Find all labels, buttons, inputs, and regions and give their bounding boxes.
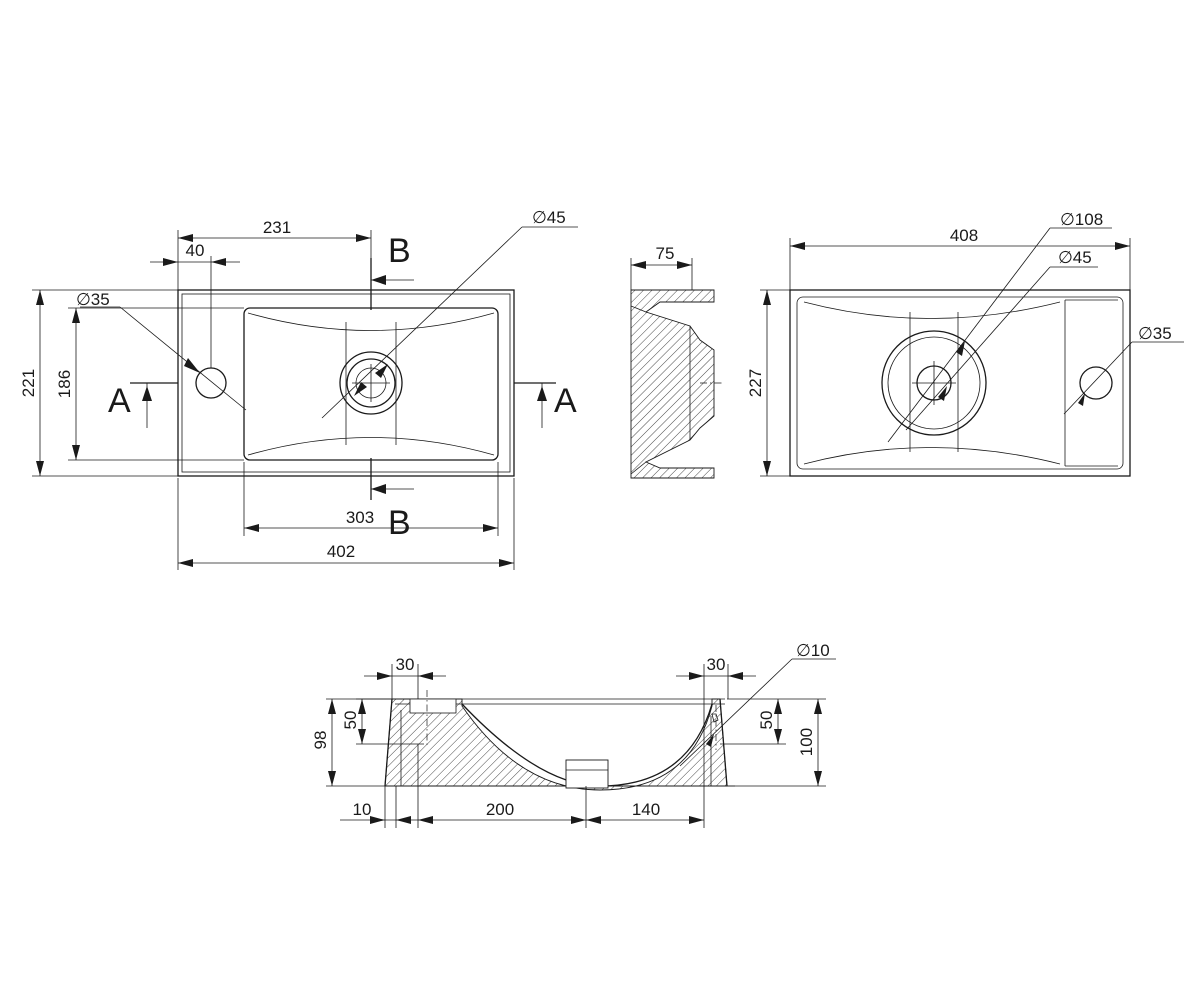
section-label-a-right: A xyxy=(554,382,577,420)
dim-bottom-35: ∅35 xyxy=(1138,324,1172,343)
dim-front-98: 98 xyxy=(311,731,330,750)
dim-186: 186 xyxy=(55,370,74,398)
dim-front-140: 140 xyxy=(632,800,660,819)
dim-front-10: 10 xyxy=(353,800,372,819)
bottom-tap-hole xyxy=(1079,366,1113,400)
dim-drain-45: ∅45 xyxy=(532,208,566,227)
dim-303: 303 xyxy=(346,508,374,527)
dim-bottom-108: ∅108 xyxy=(1060,210,1103,229)
dim-front-50-left: 50 xyxy=(341,711,360,730)
dim-221: 221 xyxy=(19,369,38,397)
front-section-view: 30 30 ∅10 98 50 100 xyxy=(311,641,836,828)
section-label-b-top: B xyxy=(388,232,411,270)
bottom-drain xyxy=(881,330,987,436)
side-section-profile xyxy=(630,289,715,479)
dim-front-100: 100 xyxy=(797,728,816,756)
dim-front-50-right: 50 xyxy=(757,711,776,730)
dim-40: 40 xyxy=(186,241,205,260)
dim-side-75: 75 xyxy=(656,244,675,263)
front-drain-gap xyxy=(565,759,609,789)
dim-bottom-45: ∅45 xyxy=(1058,248,1092,267)
dim-tap-hole-35: ∅35 xyxy=(76,290,110,309)
bottom-outer-outline xyxy=(789,289,1131,477)
dim-bottom-408: 408 xyxy=(950,226,978,245)
dim-front-30-left: 30 xyxy=(396,655,415,674)
section-label-b-bottom: B xyxy=(388,504,411,542)
dim-402: 402 xyxy=(327,542,355,561)
dim-bottom-227: 227 xyxy=(746,369,765,397)
dim-front-overflow-10: ∅10 xyxy=(796,641,830,660)
side-section-view: 75 xyxy=(630,244,722,479)
dim-front-200: 200 xyxy=(486,800,514,819)
top-view: B B A A 402 303 231 xyxy=(19,208,578,570)
dim-231: 231 xyxy=(263,218,291,237)
section-label-a-left: A xyxy=(108,382,131,420)
bottom-view: 408 227 ∅108 ∅45 ∅35 xyxy=(746,210,1184,477)
dim-front-30-right: 30 xyxy=(707,655,726,674)
top-drain xyxy=(339,351,403,415)
